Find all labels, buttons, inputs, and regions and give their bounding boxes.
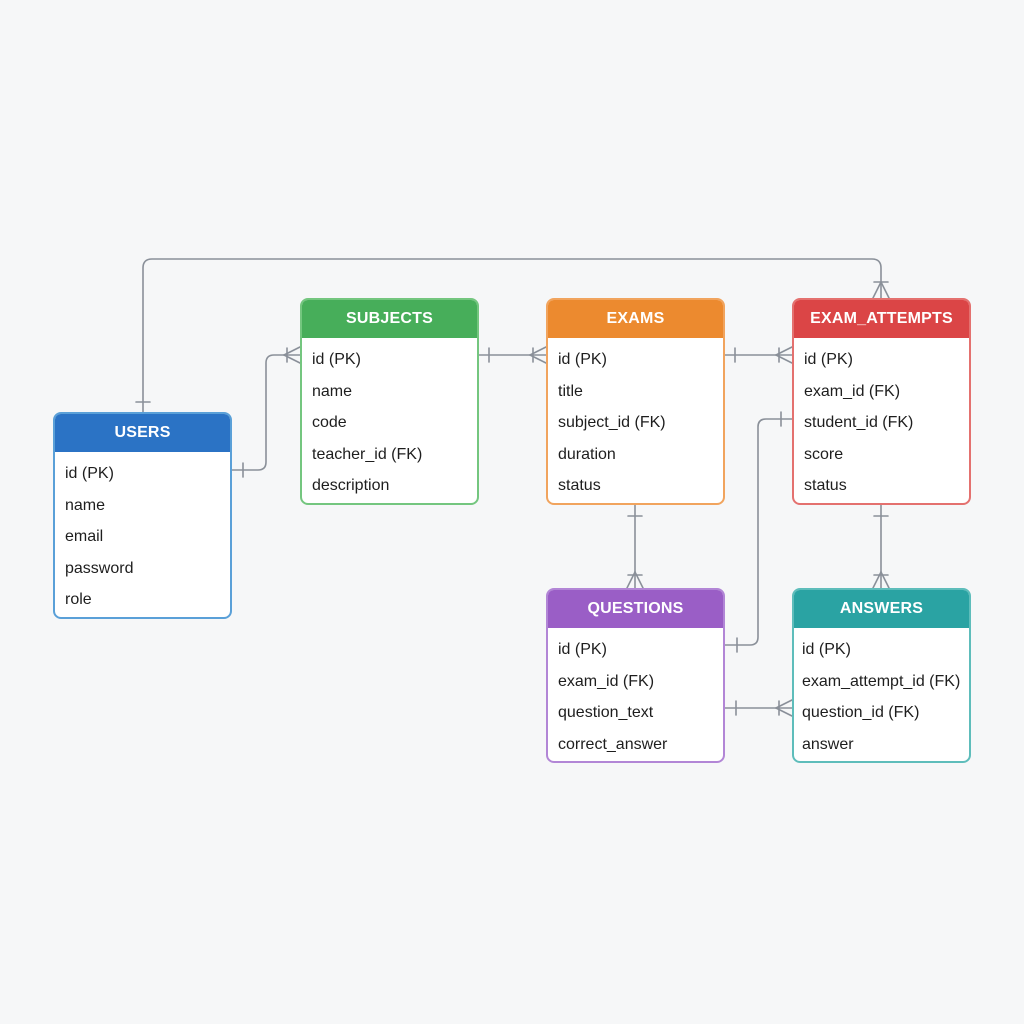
- field-subjects-description: description: [312, 477, 390, 494]
- entity-exam-attempts[interactable]: EXAM_ATTEMPTS id (PK) exam_id (FK) stude…: [792, 298, 971, 505]
- relation-subjects-exams: [477, 346, 547, 364]
- field-exam-attempts-student-id: student_id (FK): [804, 414, 914, 431]
- field-answers-question-id: question_id (FK): [802, 704, 920, 721]
- field-subjects-id: id (PK): [312, 351, 361, 368]
- relation-questions-answers: [723, 699, 793, 717]
- field-exam-attempts-status: status: [804, 477, 847, 494]
- entity-questions[interactable]: QUESTIONS id (PK) exam_id (FK) question_…: [546, 588, 725, 763]
- field-users-id: id (PK): [65, 465, 114, 482]
- field-exams-subject-id: subject_id (FK): [558, 414, 666, 431]
- field-exams-status: status: [558, 477, 601, 494]
- entity-subjects-title: SUBJECTS: [302, 300, 477, 338]
- field-subjects-code: code: [312, 414, 347, 431]
- entity-answers[interactable]: ANSWERS id (PK) exam_attempt_id (FK) que…: [792, 588, 971, 763]
- field-questions-id: id (PK): [558, 641, 607, 658]
- entity-answers-fields: id (PK) exam_attempt_id (FK) question_id…: [794, 628, 969, 760]
- entity-exam-attempts-fields: id (PK) exam_id (FK) student_id (FK) sco…: [794, 338, 969, 502]
- field-answers-exam-attempt-id: exam_attempt_id (FK): [802, 672, 961, 690]
- field-exams-duration: duration: [558, 445, 616, 463]
- relation-users-subjects: [231, 346, 301, 478]
- relation-exams-exam-attempts: [723, 346, 793, 364]
- entity-users[interactable]: USERS id (PK) name email password role: [53, 412, 232, 619]
- field-users-password: password: [65, 559, 134, 577]
- field-subjects-teacher-id: teacher_id (FK): [312, 445, 423, 463]
- entity-users-fields: id (PK) name email password role: [55, 452, 230, 616]
- field-exams-title: title: [558, 382, 583, 400]
- entity-answers-title: ANSWERS: [794, 590, 969, 628]
- field-questions-exam-id: exam_id (FK): [558, 672, 655, 690]
- entity-exams-fields: id (PK) title subject_id (FK) duration s…: [548, 338, 723, 502]
- relation-questions-exam-attempts: [723, 411, 793, 653]
- entity-exam-attempts-title: EXAM_ATTEMPTS: [794, 300, 969, 338]
- field-exam-attempts-score: score: [804, 445, 844, 463]
- entity-subjects-fields: id (PK) name code teacher_id (FK) descri…: [302, 338, 477, 502]
- relation-exam-attempts-answers: [872, 503, 890, 589]
- entity-questions-fields: id (PK) exam_id (FK) question_text corre…: [548, 628, 723, 760]
- relation-exams-questions: [626, 503, 644, 589]
- entity-exams[interactable]: EXAMS id (PK) title subject_id (FK) dura…: [546, 298, 725, 505]
- field-questions-question-text: question_text: [558, 704, 654, 721]
- entity-questions-title: QUESTIONS: [548, 590, 723, 628]
- field-questions-correct-answer: correct_answer: [558, 735, 668, 753]
- field-subjects-name: name: [312, 382, 353, 400]
- relation-users-exam-attempts: [135, 258, 890, 413]
- field-answers-id: id (PK): [802, 641, 851, 658]
- entity-users-title: USERS: [55, 414, 230, 452]
- field-users-name: name: [65, 496, 106, 514]
- field-users-role: role: [65, 591, 92, 608]
- field-answers-answer: answer: [802, 735, 854, 753]
- field-exam-attempts-id: id (PK): [804, 351, 853, 368]
- field-users-email: email: [65, 528, 104, 545]
- field-exam-attempts-exam-id: exam_id (FK): [804, 382, 901, 400]
- entity-subjects[interactable]: SUBJECTS id (PK) name code teacher_id (F…: [300, 298, 479, 505]
- field-exams-id: id (PK): [558, 351, 607, 368]
- entity-exams-title: EXAMS: [548, 300, 723, 338]
